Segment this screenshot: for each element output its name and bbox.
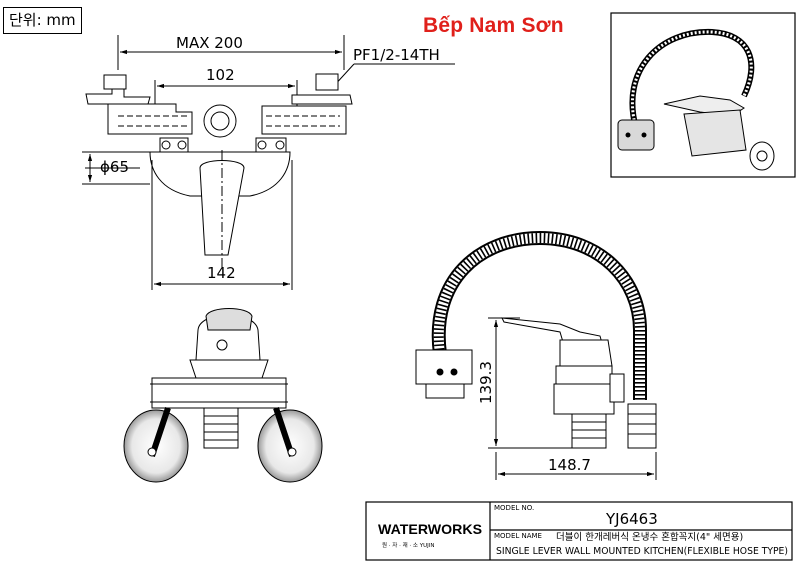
front-view xyxy=(82,35,455,290)
unit-label: 단위: mm xyxy=(3,7,82,34)
watermark: Bếp Nam Sơn xyxy=(423,14,564,37)
model-name-label: MODEL NAME xyxy=(494,532,542,540)
dim-142: 142 xyxy=(207,264,236,282)
brand-logo: WATERWORKS xyxy=(378,521,482,537)
dim-thread: PF1/2-14TH xyxy=(353,46,440,64)
dim-max-200: MAX 200 xyxy=(176,34,243,52)
title-block xyxy=(365,501,793,561)
model-no: YJ6463 xyxy=(605,510,658,528)
model-name-kr: 더블이 한개레버식 온냉수 혼합꼭지(4" 세면용) xyxy=(556,531,743,543)
dim-148-7: 148.7 xyxy=(548,456,591,474)
isometric-sketch xyxy=(610,12,796,178)
dim-139-3: 139.3 xyxy=(477,361,495,404)
brand-sub: 원 · 자 · 재 · 소 YUJIN xyxy=(382,541,434,549)
dim-102: 102 xyxy=(206,66,235,84)
bottom-view xyxy=(123,308,323,483)
model-no-label: MODEL NO. xyxy=(494,504,534,512)
model-name-en: SINGLE LEVER WALL MOUNTED KITCHEN(FLEXIB… xyxy=(496,546,788,557)
side-view xyxy=(415,230,657,480)
dim-diameter: ϕ65 xyxy=(100,158,129,176)
